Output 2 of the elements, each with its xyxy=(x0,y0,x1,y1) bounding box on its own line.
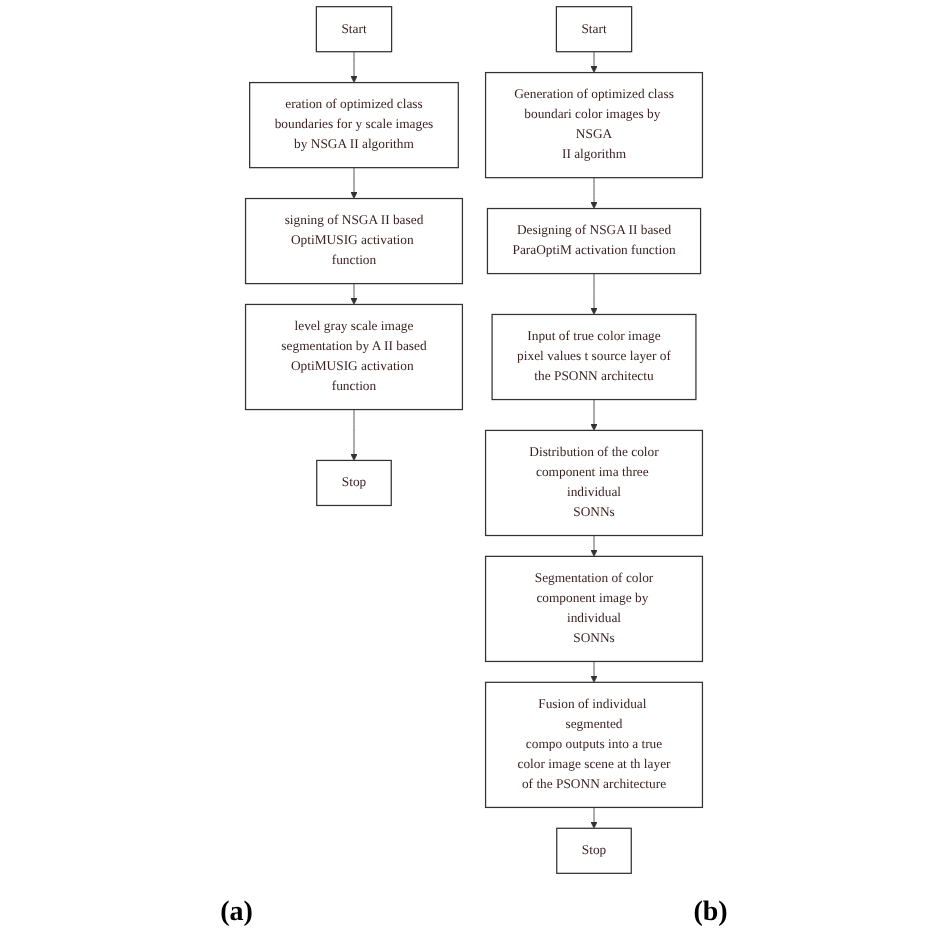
panel-label: (b) xyxy=(693,898,728,930)
panel-label: (a) xyxy=(220,898,253,930)
